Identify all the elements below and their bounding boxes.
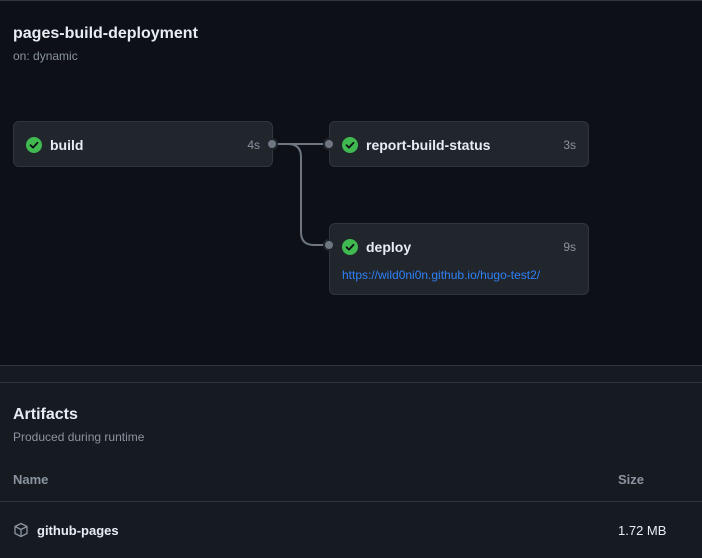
job-name: report-build-status bbox=[366, 137, 491, 153]
build-output-dot bbox=[266, 138, 278, 150]
package-icon bbox=[14, 522, 28, 538]
job-report-build-status[interactable]: report-build-status 3s bbox=[329, 121, 589, 167]
workflow-trigger: on: dynamic bbox=[13, 49, 78, 63]
job-name: build bbox=[50, 137, 84, 153]
job-name: deploy bbox=[366, 239, 412, 255]
success-check-icon bbox=[342, 239, 358, 255]
artifacts-subtitle: Produced during runtime bbox=[13, 430, 145, 444]
artifact-row: github-pages 1.72 MB bbox=[0, 502, 702, 558]
artifact-size: 1.72 MB bbox=[618, 523, 667, 538]
job-deploy[interactable]: deploy 9s https://wild0ni0n.github.io/hu… bbox=[329, 223, 589, 295]
workflow-title[interactable]: pages-build-deployment bbox=[13, 25, 198, 42]
artifact-name-link[interactable]: github-pages bbox=[37, 523, 119, 538]
table-header-divider bbox=[0, 501, 702, 502]
artifacts-divider bbox=[0, 382, 702, 383]
success-check-icon bbox=[26, 137, 42, 153]
workflow-graph-panel: pages-build-deployment on: dynamic build… bbox=[0, 0, 702, 366]
column-header-size: Size bbox=[618, 472, 645, 487]
success-check-icon bbox=[342, 137, 358, 153]
deploy-input-dot bbox=[323, 239, 335, 251]
column-header-name: Name bbox=[13, 472, 49, 487]
deploy-url-link[interactable]: https://wild0ni0n.github.io/hugo-test2/ bbox=[342, 268, 541, 282]
job-build[interactable]: build 4s bbox=[13, 121, 273, 167]
job-duration: 3s bbox=[563, 138, 576, 152]
report-input-dot bbox=[323, 138, 335, 150]
connector-dots bbox=[266, 138, 335, 251]
job-duration: 4s bbox=[247, 138, 260, 152]
job-connectors bbox=[272, 143, 329, 246]
artifacts-title: Artifacts bbox=[13, 406, 78, 423]
job-duration: 9s bbox=[563, 240, 576, 254]
